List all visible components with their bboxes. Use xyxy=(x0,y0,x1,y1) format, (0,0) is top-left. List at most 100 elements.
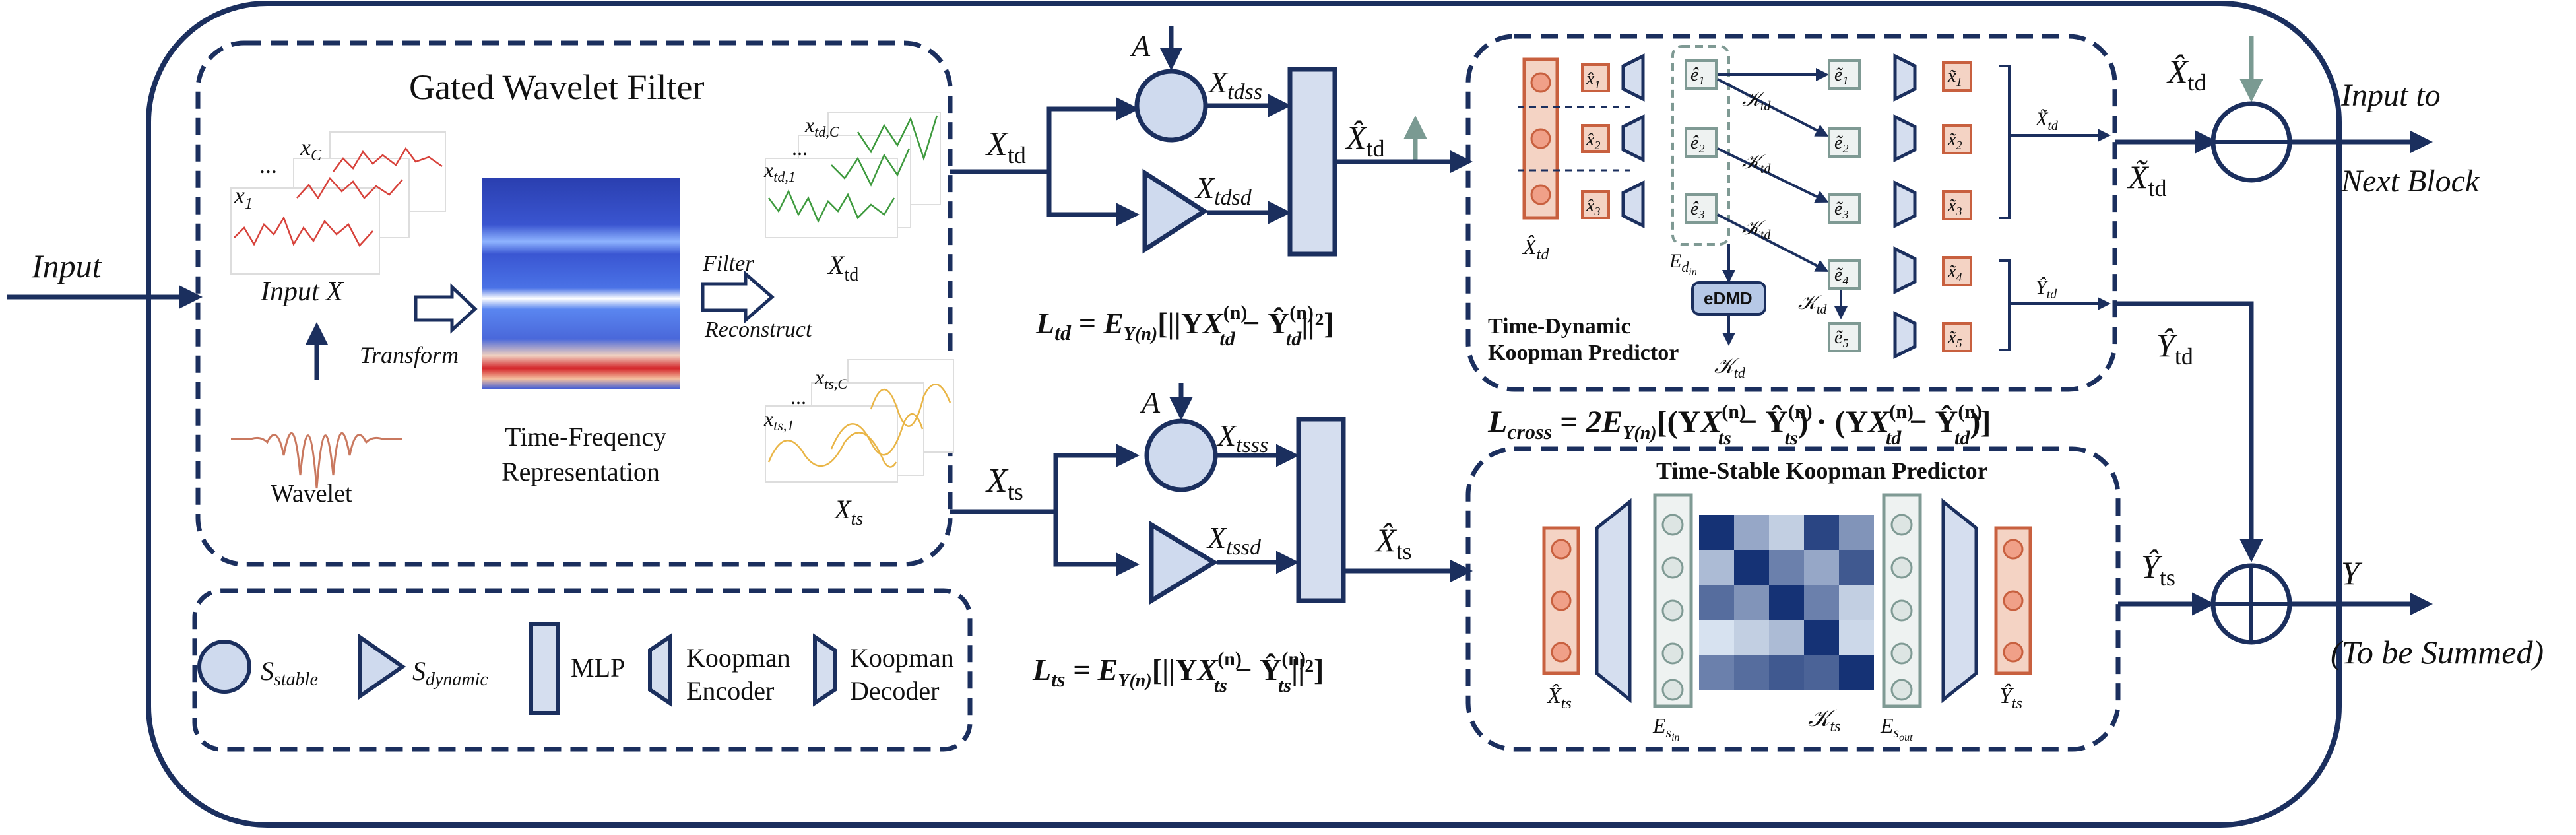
td-x-tilde-boxes xyxy=(1942,61,1972,352)
heatmap-cell xyxy=(1839,515,1874,550)
xhat-ts-mlp-label: X̂ts xyxy=(1374,521,1412,564)
xtd-c-label: xtd,C xyxy=(804,113,839,140)
heatmap-cell xyxy=(1804,655,1839,690)
xtssd-label: Xtssd xyxy=(1206,521,1262,560)
ts-yhat-small-label: Ŷts xyxy=(1999,684,2022,712)
ts-dynamic-filter-triangle xyxy=(1149,520,1219,605)
input-label: Input xyxy=(31,248,102,284)
td-xtilde-4: x̃4 xyxy=(1947,261,1962,284)
td-xhat-2: x̂2 xyxy=(1586,129,1600,152)
td-e-hat-boxes xyxy=(1685,59,1718,224)
td-k-label-2: 𝒦td xyxy=(1742,151,1771,176)
heatmap-cell xyxy=(1699,515,1734,550)
heatmap-cell xyxy=(1804,620,1839,655)
input-x-label: Input X xyxy=(260,277,344,307)
x-td-signal-stack xyxy=(765,112,941,238)
td-xhat-3: x̂3 xyxy=(1586,195,1600,218)
legend-decoder-shape xyxy=(813,633,837,707)
gated-wavelet-filter-box xyxy=(195,40,953,567)
ts-predictor-title: Time-Stable Koopman Predictor xyxy=(1656,457,1988,484)
filter-label: Filter xyxy=(702,251,754,276)
legend-dynamic-label: Sdynamic xyxy=(412,656,488,690)
transform-label: Transform xyxy=(360,342,459,368)
legend-encoder-line2: Encoder xyxy=(686,676,774,706)
heatmap-cell xyxy=(1839,655,1874,690)
xts-to-dynamic-arrow xyxy=(1053,512,1140,576)
input-x-dots: ... xyxy=(259,152,277,178)
heatmap-cell xyxy=(1769,585,1804,620)
xhat-td-mlp-label: X̂td xyxy=(1345,119,1385,162)
koopman-matrix-heatmap xyxy=(1699,515,1874,690)
legend-encoder-line1: Koopman xyxy=(686,643,790,673)
heatmap-cell xyxy=(1804,515,1839,550)
xc-label: xC xyxy=(300,134,322,164)
heatmap-cell xyxy=(1804,550,1839,585)
ts-output-embedding xyxy=(1882,493,1922,708)
td-A-label: A xyxy=(1130,29,1151,63)
heatmap-cell xyxy=(1734,515,1769,550)
to-be-summed-label: (To be Summed) xyxy=(2331,634,2544,671)
heatmap-cell xyxy=(1699,620,1734,655)
xts-dots: ... xyxy=(790,385,806,409)
ts-esin-label: Esin xyxy=(1652,714,1680,743)
td-koopman-decoders xyxy=(1893,53,1917,360)
td-forecast-bracket xyxy=(1999,259,2011,351)
input-x-signal-stack xyxy=(230,131,446,275)
legend-mlp-label: MLP xyxy=(571,653,625,683)
td-dynamic-filter-triangle xyxy=(1142,168,1209,254)
td-k-label-1: 𝒦td xyxy=(1742,88,1771,114)
xtsss-label: Xtsss xyxy=(1216,418,1268,457)
out-y-label: Y xyxy=(2341,554,2363,591)
loss-cross-formula: Lcross = 2EY(n)[(YX(n)ts − Ŷ(n)ts) · (YX… xyxy=(1487,401,1991,449)
time-frequency-spectrogram xyxy=(482,178,680,389)
td-input-vector xyxy=(1522,57,1559,220)
xtd-small-label: Xtd xyxy=(827,250,858,285)
heatmap-cell xyxy=(1839,585,1874,620)
td-etilde-3: ẽ3 xyxy=(1834,199,1848,221)
heatmap-cell xyxy=(1734,550,1769,585)
td-k-under-edmd: 𝒦td xyxy=(1714,354,1746,381)
xtdss-label: Xtdss xyxy=(1208,65,1262,104)
td-ehat-1: ê1 xyxy=(1690,65,1704,87)
td-etilde-2: ẽ2 xyxy=(1834,133,1848,155)
xts-1-label: xts,1 xyxy=(763,407,794,434)
td-xtilde-2: x̃2 xyxy=(1947,129,1962,152)
heatmap-cell xyxy=(1769,515,1804,550)
wavelet-label: Wavelet xyxy=(271,480,352,508)
out-yhat-td-label: Ŷtd xyxy=(2156,327,2193,370)
next-block-label: Next Block xyxy=(2340,164,2480,199)
ts-koopman-decoder xyxy=(1941,498,1978,704)
td-xtilde-1: x̃1 xyxy=(1947,66,1962,88)
ts-koopman-encoder xyxy=(1595,498,1632,704)
heatmap-cell xyxy=(1734,620,1769,655)
legend-dynamic-triangle xyxy=(358,633,406,700)
heatmap-cell xyxy=(1699,655,1734,690)
heatmap-cell xyxy=(1769,655,1804,690)
wavelet-waveform xyxy=(231,432,402,489)
xts-branch-label: Xts xyxy=(985,462,1023,505)
reconstruct-label: Reconstruct xyxy=(704,317,813,342)
edmd-label: eDMD xyxy=(1704,288,1753,308)
ts-mlp-block xyxy=(1296,417,1346,603)
td-encoder-embedding-region xyxy=(1671,45,1730,246)
outer-block-frame xyxy=(146,1,2342,828)
loss-ts-formula: Lts = EY(n)[||YX(n)ts − Ŷ(n)ts||²] xyxy=(1032,648,1324,696)
td-etilde-4: ẽ4 xyxy=(1834,265,1848,287)
heatmap-cell xyxy=(1769,550,1804,585)
td-reconstruction-bracket xyxy=(1999,65,2011,219)
ts-encoder-embedding xyxy=(1653,493,1693,708)
legend-decoder-line2: Decoder xyxy=(850,676,939,706)
td-k-label-4: 𝒦td xyxy=(1798,292,1827,317)
ts-output-vector xyxy=(1994,526,2032,675)
heatmap-cell xyxy=(1839,620,1874,655)
legend-decoder-line1: Koopman xyxy=(850,643,954,673)
input-to-label: Input to xyxy=(2340,78,2441,113)
legend-box xyxy=(192,588,973,752)
ts-xhat-small-label: X̂ts xyxy=(1546,684,1572,712)
tf-label-line2: Representation xyxy=(501,457,660,486)
ts-A-label: A xyxy=(1140,385,1161,419)
td-predictor-title-1: Time-Dynamic xyxy=(1488,314,1631,339)
heatmap-cell xyxy=(1734,655,1769,690)
heatmap-cell xyxy=(1769,620,1804,655)
td-e-tilde-boxes xyxy=(1828,59,1861,352)
